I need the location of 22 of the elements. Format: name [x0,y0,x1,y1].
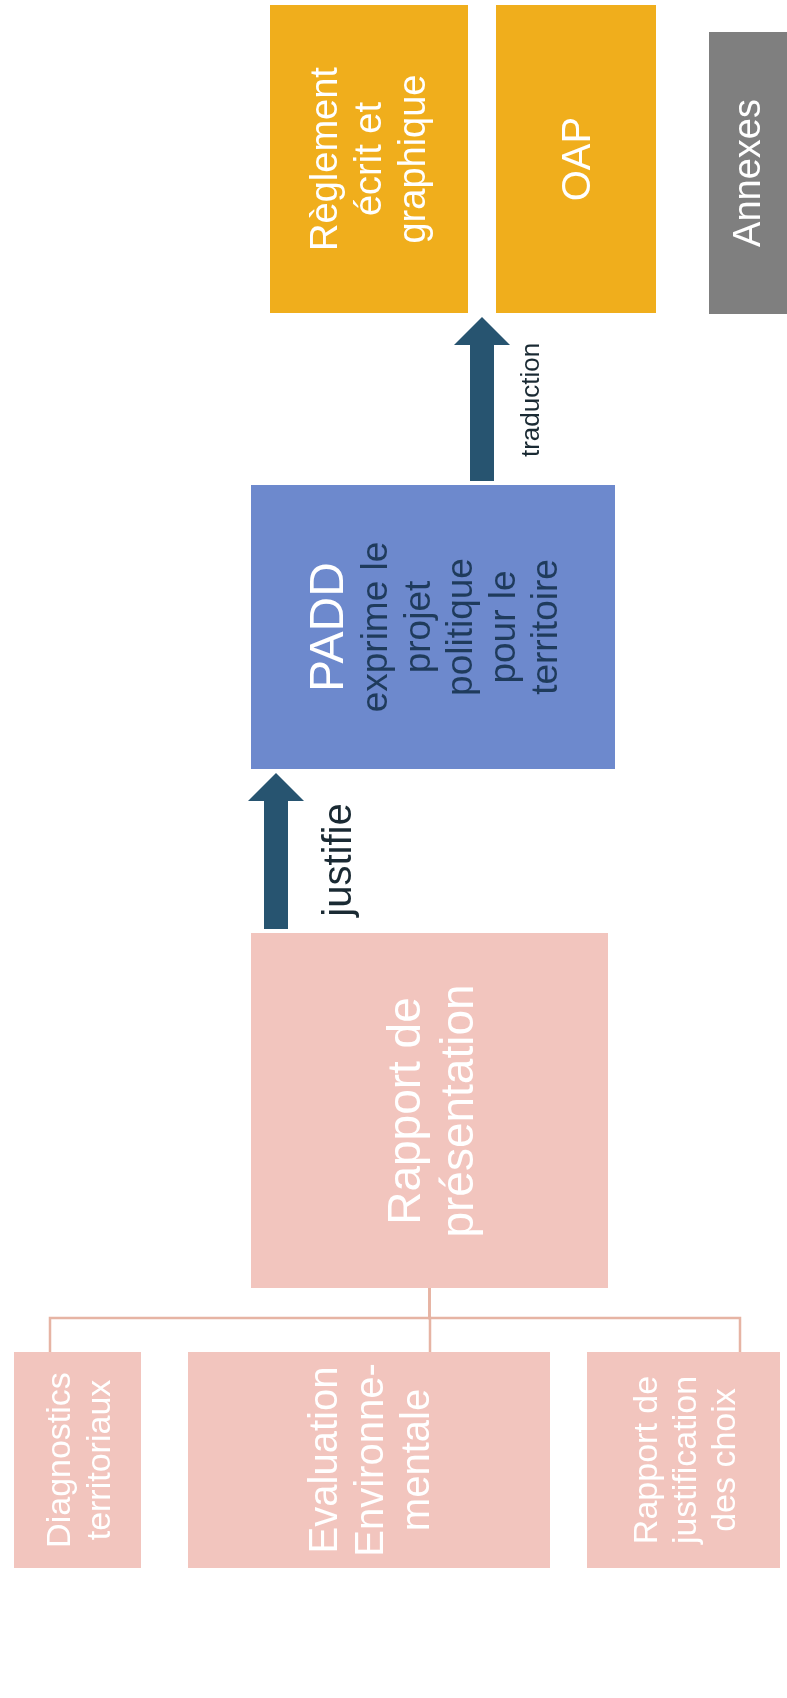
document-box [270,5,468,313]
box-title: Evaluation Environne- mentale [300,1362,438,1559]
project-box [251,485,615,769]
box-title: Rapport de justification des choix [624,1374,743,1547]
report-part-box [587,1352,780,1568]
block-arrow [248,773,304,929]
document-box [496,5,656,313]
document-box [709,32,787,314]
report-part-box [188,1352,550,1568]
box-title: Règlement écrit et graphique [303,66,434,253]
box-title: PADD [299,561,355,694]
box-title: Diagnostics territoriaux [38,1371,117,1550]
box-title: OAP [553,115,599,204]
block-arrow [454,317,510,481]
edge-label: traduction [517,342,543,458]
report-box [251,933,608,1288]
edge-label: justifie [317,803,357,917]
box-title: Rapport de présentation [376,982,483,1240]
box-title: Annexes [726,98,770,249]
box-text: exprime le projet politique pour le territoire [354,540,567,715]
connector-line [428,1288,742,1352]
report-part-box [14,1352,141,1568]
